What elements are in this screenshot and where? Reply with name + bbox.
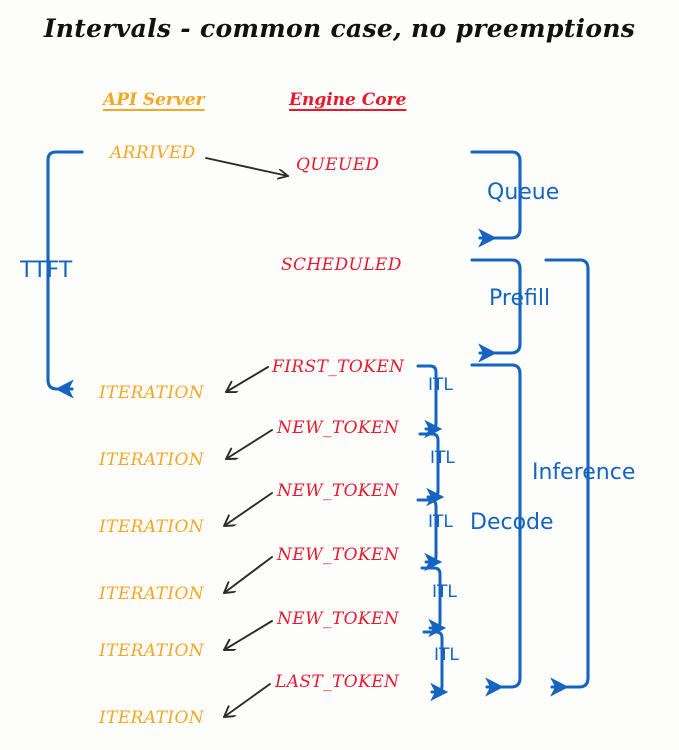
state-iteration: ITERATION [99,450,205,470]
interval-label-itl: ITL [430,448,455,468]
column-header-api-server: API Server [103,90,205,110]
arrow-new-token-to-iteration [223,556,273,594]
state-new-token: NEW_TOKEN [277,481,400,501]
state-iteration: ITERATION [99,517,205,537]
state-arrived: ARRIVED [110,143,196,163]
state-iteration: ITERATION [99,383,205,403]
column-header-engine-core: Engine Core [289,90,407,110]
state-new-token: NEW_TOKEN [277,545,400,565]
arrow-new-token-to-iteration [223,492,273,527]
state-scheduled: SCHEDULED [281,255,402,275]
arrow-new-token-to-iteration [223,620,273,651]
interval-label-decode: Decode [470,510,554,535]
state-queued: QUEUED [296,155,380,175]
interval-label-itl: ITL [432,582,457,602]
arrow-arrived-to-queued [205,157,289,176]
interval-label-prefill: Prefill [489,286,551,311]
state-last-token: LAST_TOKEN [275,672,400,692]
interval-label-queue: Queue [487,180,560,205]
arrow-last-token-to-iteration [223,683,271,718]
state-first-token: FIRST_TOKEN [272,357,405,377]
interval-label-ttft: TTFT [20,258,73,283]
page-title: Intervals - common case, no preemptions [43,14,636,43]
state-iteration: ITERATION [99,708,205,728]
interval-label-itl: ITL [428,375,453,395]
state-iteration: ITERATION [99,641,205,661]
arrow-first-token-to-iteration [225,366,269,392]
state-new-token: NEW_TOKEN [277,418,400,438]
state-iteration: ITERATION [99,584,205,604]
interval-label-inference: Inference [532,460,636,485]
arrow-new-token-to-iteration [225,429,273,460]
state-new-token: NEW_TOKEN [277,609,400,629]
interval-label-itl: ITL [428,512,453,532]
interval-label-itl: ITL [434,645,459,665]
